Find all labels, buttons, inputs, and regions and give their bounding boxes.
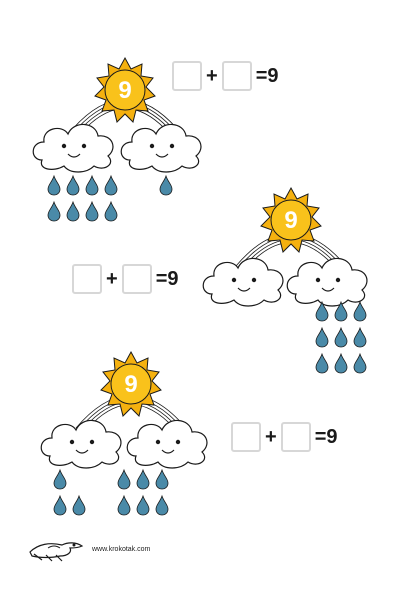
cloud-left-icon (40, 419, 122, 469)
answer-box-first[interactable] (172, 61, 202, 91)
problem-3-scene: 9 (40, 350, 208, 516)
site-url[interactable]: www.krokotak.com (92, 545, 151, 553)
raindrop-icon (85, 174, 99, 196)
cloud-left-icon (202, 257, 284, 307)
raindrops-right (315, 300, 367, 374)
cloud-right-icon (120, 123, 202, 173)
equation-2: + =9 (72, 264, 179, 294)
raindrop-icon (117, 494, 131, 516)
plus-sign: + (206, 65, 218, 87)
raindrop-icon (47, 200, 61, 222)
raindrop-icon (353, 326, 367, 348)
raindrops-right (117, 468, 169, 516)
sun-icon (94, 56, 156, 123)
raindrop-icon (104, 200, 118, 222)
raindrop-icon (353, 300, 367, 322)
raindrop-icon (155, 494, 169, 516)
raindrop-icon (334, 352, 348, 374)
cloud-left-icon (32, 123, 114, 173)
plus-sign: + (106, 268, 118, 290)
raindrop-icon (85, 200, 99, 222)
raindrop-icon (334, 326, 348, 348)
raindrop-icon (334, 300, 348, 322)
raindrop-icon (72, 494, 86, 516)
equals-total: =9 (314, 426, 338, 448)
cloud-right-icon (126, 419, 208, 469)
raindrop-icon (136, 494, 150, 516)
raindrop-icon (104, 174, 118, 196)
sun-number: 9 (124, 371, 137, 398)
raindrop-icon (53, 494, 67, 516)
raindrop-icon (315, 352, 329, 374)
problem-1-scene: 9 (32, 56, 202, 222)
raindrop-icon (117, 468, 131, 490)
sun-number: 9 (284, 207, 297, 234)
cloud-right-icon (286, 257, 368, 307)
answer-box-second[interactable] (280, 422, 311, 452)
answer-box-second[interactable] (121, 264, 152, 294)
plus-sign: + (265, 426, 277, 448)
equals-total: =9 (155, 268, 179, 290)
raindrops-left (53, 468, 86, 516)
answer-box-second[interactable] (221, 61, 252, 91)
raindrop-icon (159, 174, 173, 196)
raindrop-icon (136, 468, 150, 490)
sun-icon (100, 350, 162, 417)
equation-1: + =9 (172, 61, 279, 91)
equation-3: + =9 (231, 422, 338, 452)
problem-2-scene: 9 (202, 186, 368, 374)
crocodile-logo-icon (29, 542, 84, 562)
raindrop-icon (66, 174, 80, 196)
raindrop-icon (315, 326, 329, 348)
sun-icon (260, 186, 322, 253)
answer-box-first[interactable] (72, 264, 102, 294)
raindrops-right (159, 174, 173, 196)
footer: www.krokotak.com (28, 536, 150, 562)
equals-total: =9 (255, 65, 279, 87)
raindrop-icon (353, 352, 367, 374)
answer-box-first[interactable] (231, 422, 261, 452)
raindrop-icon (47, 174, 61, 196)
raindrop-icon (155, 468, 169, 490)
sun-number: 9 (118, 77, 131, 104)
raindrop-icon (53, 468, 67, 490)
raindrop-icon (315, 300, 329, 322)
raindrops-left (47, 174, 118, 222)
raindrop-icon (66, 200, 80, 222)
